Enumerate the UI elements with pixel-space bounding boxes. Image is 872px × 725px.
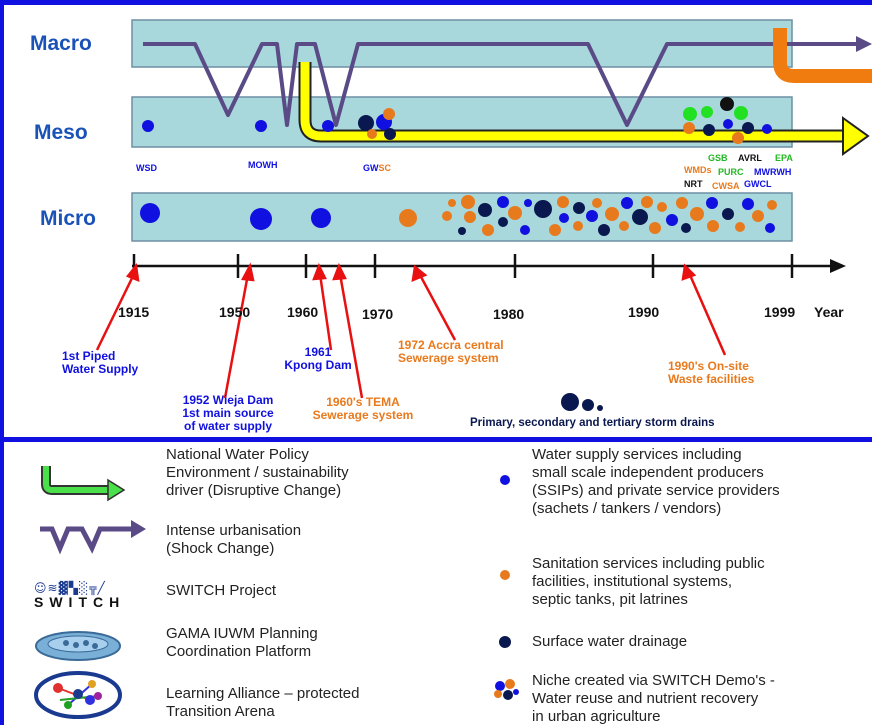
legend-surface-drainage: Surface water drainage bbox=[532, 633, 688, 650]
orange-dot-icon bbox=[500, 570, 510, 580]
org-gwsc-part-b: SC bbox=[378, 163, 392, 173]
left-border bbox=[0, 0, 4, 725]
meso-label: Meso bbox=[34, 121, 88, 144]
drains-dots bbox=[561, 393, 603, 411]
legend-urbanisation: Intense urbanisation(Shock Change) bbox=[166, 522, 302, 557]
legend-divider bbox=[0, 437, 872, 442]
org-epa: EPA bbox=[775, 153, 793, 163]
org-gwsc-part-a: GW bbox=[363, 163, 379, 173]
org-avrl: AVRL bbox=[738, 153, 762, 163]
legend-niche-switch-demos: Niche created via SWITCH Demo's -Water r… bbox=[532, 672, 775, 725]
year-1950: 1950 bbox=[219, 304, 251, 320]
green-arrow-icon bbox=[41, 466, 126, 502]
policy-arrowhead bbox=[842, 116, 870, 156]
purple-wave-arrow-icon bbox=[40, 520, 146, 555]
year-axis-label: Year bbox=[814, 304, 844, 320]
urbanisation-wave-line bbox=[143, 42, 858, 127]
org-wsd: WSD bbox=[136, 163, 157, 173]
orange-arrow bbox=[773, 28, 872, 83]
org-wmds: WMDs bbox=[684, 165, 712, 175]
event-pointer-arrows bbox=[95, 262, 727, 399]
blue-dot-icon bbox=[500, 475, 510, 485]
network-globe-icon bbox=[34, 671, 122, 719]
org-gsb: GSB bbox=[708, 153, 728, 163]
switch-logo-icon: ☺≋▓▚░╦╱ SWITCH bbox=[34, 581, 126, 610]
year-1915: 1915 bbox=[118, 304, 150, 320]
org-nrt: NRT bbox=[684, 179, 703, 189]
timeline-ticks bbox=[132, 254, 794, 278]
year-1980: 1980 bbox=[493, 306, 525, 322]
macro-label: Macro bbox=[30, 32, 92, 55]
org-gwsc: GWSC bbox=[363, 163, 391, 173]
platform-oval-icon bbox=[35, 631, 121, 661]
org-cwsa: CWSA bbox=[712, 181, 740, 191]
org-purc: PURC bbox=[718, 167, 744, 177]
multi-dot-icon bbox=[494, 679, 519, 700]
meso-dots bbox=[142, 97, 772, 144]
legend-dots bbox=[494, 475, 519, 700]
urbanisation-arrowhead bbox=[856, 36, 872, 52]
micro-label: Micro bbox=[40, 207, 97, 230]
org-gwcl: GWCL bbox=[744, 179, 772, 189]
drains-label: Primary, secondary and tertiary storm dr… bbox=[470, 417, 715, 429]
policy-arrow-fill bbox=[300, 62, 845, 141]
legend-switch-project: SWITCH Project bbox=[166, 582, 277, 599]
year-1990: 1990 bbox=[628, 304, 660, 320]
timeline-arrowhead bbox=[830, 259, 846, 273]
year-1970: 1970 bbox=[362, 306, 394, 322]
year-1999: 1999 bbox=[764, 304, 796, 320]
org-mwrwh: MWRWH bbox=[754, 167, 792, 177]
top-border bbox=[0, 0, 872, 5]
micro-dots bbox=[140, 195, 777, 236]
org-mowh: MOWH bbox=[248, 160, 278, 170]
year-1960: 1960 bbox=[287, 304, 319, 320]
navy-dot-icon bbox=[499, 636, 511, 648]
